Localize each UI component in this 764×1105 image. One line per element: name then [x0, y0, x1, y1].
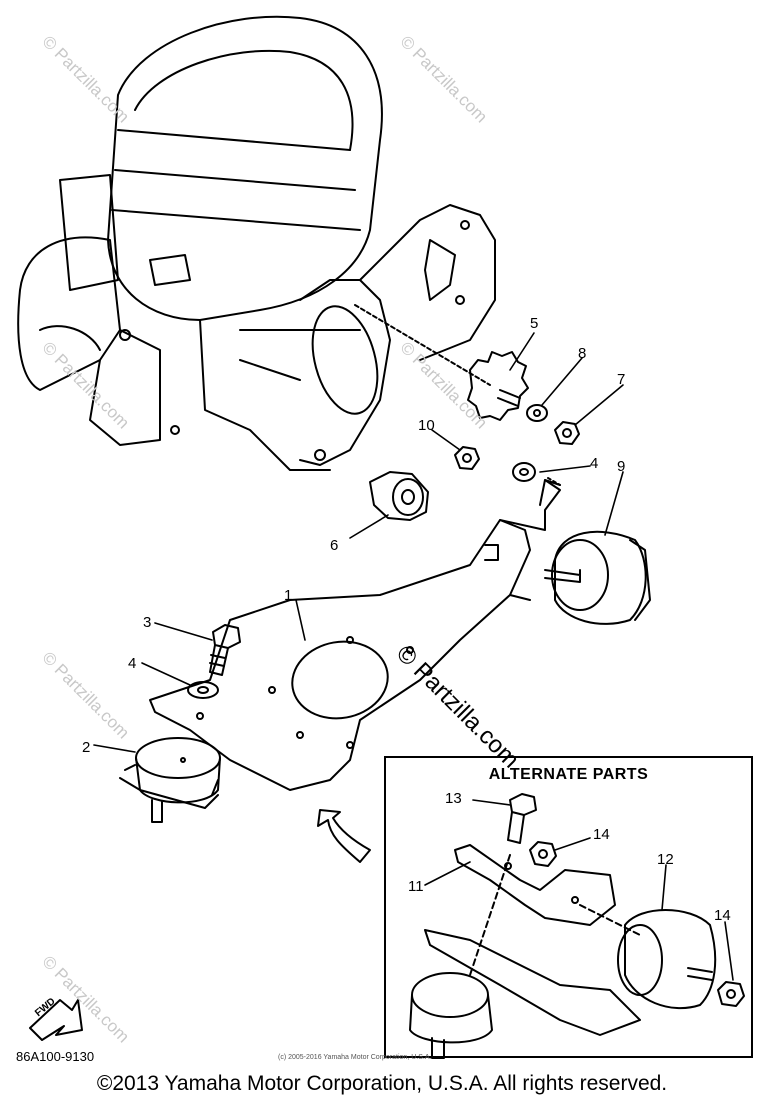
part-4-washer-lower — [187, 681, 219, 699]
callout-labels: 1 2 3 4 4 5 6 7 8 9 10 11 12 13 14 14 — [82, 315, 731, 924]
small-copyright: (c) 2005-2016 Yamaha Motor Corporation, … — [278, 1054, 432, 1061]
callout-6: 6 — [330, 537, 338, 554]
callout-4-upper: 4 — [590, 455, 598, 472]
callout-10: 10 — [418, 417, 435, 434]
callout-4-lower: 4 — [128, 655, 136, 672]
part-6-bushing — [369, 471, 429, 521]
callout-3: 3 — [143, 614, 151, 631]
part-8-washer — [526, 404, 548, 422]
part-4-washer-upper — [512, 462, 536, 482]
fwd-badge-icon — [29, 999, 83, 1041]
callout-9: 9 — [617, 458, 625, 475]
callout-13: 13 — [445, 790, 462, 807]
part-9-mount — [544, 530, 651, 625]
alternate-parts-box: ALTERNATE PARTS — [384, 756, 753, 1058]
engine-block — [17, 15, 496, 471]
callout-12: 12 — [657, 851, 674, 868]
callout-5: 5 — [530, 315, 538, 332]
diagram-code: 86A100-9130 — [16, 1049, 95, 1064]
callout-1: 1 — [284, 587, 292, 604]
callout-2: 2 — [82, 739, 90, 756]
part-10-nut — [454, 446, 480, 470]
part-1-bracket — [149, 477, 561, 791]
callout-8: 8 — [578, 345, 586, 362]
copyright-notice: ©2013 Yamaha Motor Corporation, U.S.A. A… — [96, 1072, 668, 1095]
leader-lines — [93, 332, 734, 981]
forward-direction-arrow — [317, 809, 371, 863]
callout-11: 11 — [408, 878, 424, 895]
callout-14-upper: 14 — [593, 826, 610, 843]
part-7-nut — [554, 421, 580, 445]
part-2-mount — [119, 737, 221, 823]
alternate-parts-title: ALTERNATE PARTS — [488, 766, 649, 783]
part-5-bracket — [354, 304, 529, 421]
part-3-bolt — [209, 624, 241, 676]
callout-7: 7 — [617, 371, 625, 388]
callout-14-lower: 14 — [714, 907, 731, 924]
alternate-parts-drawing — [409, 793, 745, 1059]
